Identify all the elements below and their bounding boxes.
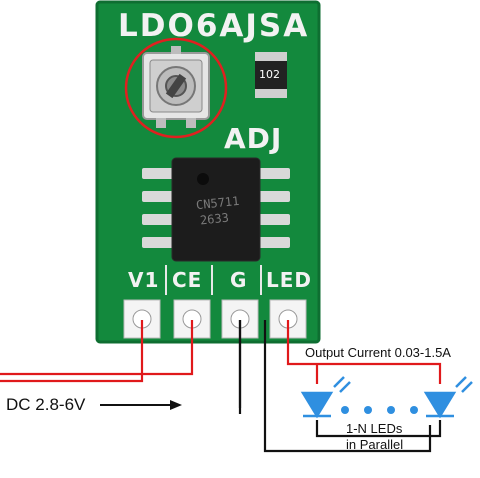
wire-gnd-return <box>263 320 432 453</box>
dc-input-label: DC 2.8-6V <box>6 395 86 414</box>
leds-label-line2: in Parallel <box>346 437 404 452</box>
led-right <box>423 376 473 419</box>
smd-resistor <box>255 52 287 98</box>
wire-ce-red <box>0 320 194 376</box>
pin-label-dividers <box>165 265 262 295</box>
leds-label-line1: 1-N LEDs <box>346 421 403 436</box>
pin-label-ce: CE <box>172 268 203 292</box>
soic-chip <box>171 157 261 262</box>
potentiometer <box>142 46 210 128</box>
pin-label-g: G <box>230 268 248 292</box>
resistor-code: 102 <box>259 68 280 81</box>
wires <box>0 320 442 453</box>
pin-label-led: LED <box>266 268 313 292</box>
potentiometer-highlight-circle <box>124 37 228 139</box>
pin-label-v1: V1 <box>128 268 160 292</box>
board-model-label: LDO6AJSA <box>118 8 310 44</box>
led-ellipsis-dots <box>341 406 418 414</box>
wire-v1-red <box>0 320 144 383</box>
wire-led-cathode <box>315 420 442 438</box>
pcb-edge <box>95 0 321 344</box>
chip-pads <box>142 168 290 248</box>
chip-marking-line2: 2633 <box>199 210 230 228</box>
wire-led-red <box>286 320 442 384</box>
output-current-label: Output Current 0.03-1.5A <box>305 345 451 360</box>
adj-label: ADJ <box>224 122 283 155</box>
led-left <box>300 376 351 419</box>
chip-pin1-dot <box>197 173 209 185</box>
dc-input-arrowhead <box>170 400 182 410</box>
